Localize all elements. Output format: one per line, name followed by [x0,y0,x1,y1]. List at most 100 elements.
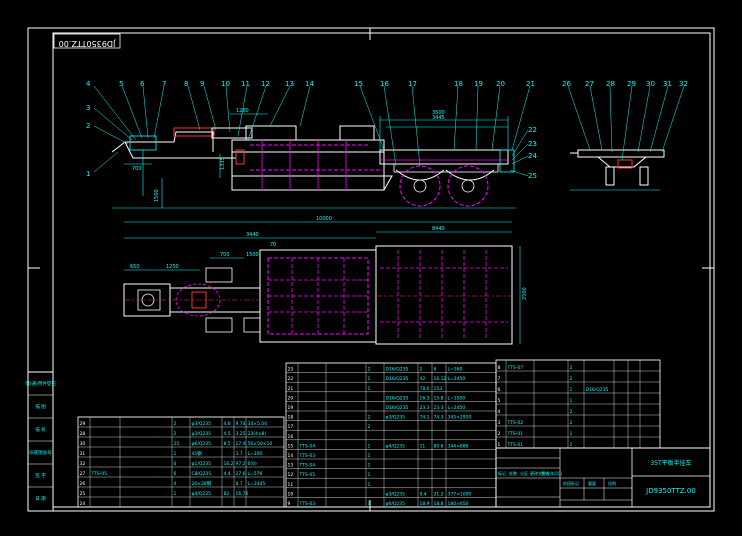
table-cell: TTS-01 [507,442,524,448]
table-cell: TTS-04 [299,443,316,449]
table-cell: 20 [288,395,294,401]
callout-number: 21 [526,80,535,88]
end-callout-numbers: 26 27 28 29 30 31 32 [562,80,688,88]
left-strip: 借(通)用件登记 描 图 描 校 旧底图总号 签 字 日 期 [25,371,56,512]
table-cell: 153 [434,386,443,392]
table-cell: 6 [498,387,501,393]
table-cell: 16.2 [224,461,234,467]
table-cell: 21 [288,386,294,392]
table-cell: 78.6 [420,386,430,392]
table-cell: 15 [288,443,294,449]
table-cell: TTS-04 [299,463,316,469]
title-block: 标记 处数 分区 更改文件号 签名 年月日 阶段标记 重量 比例 35T平板半挂… [495,447,711,508]
dim-label: 700 [220,252,230,258]
table-cell: 4.4 [224,471,231,477]
table-cell: φ3/Q235 [192,421,212,427]
callout-number: 29 [627,80,636,88]
table-cell: 26 [80,481,86,487]
callout-number: 30 [646,80,655,88]
callout-number: 19 [474,80,483,88]
callout-number: 27 [585,80,594,88]
table-cell: 4.5 [224,431,231,437]
callout-number: 5 [119,80,123,88]
table-cell: 1 [368,376,371,382]
table-cell: 74.3 [434,415,444,421]
table-cell: C8/Q235 [192,471,212,477]
callout-number: 17 [408,80,417,88]
table-cell: φ3/Q235 [192,431,212,437]
dim-label: 3445 [432,115,445,121]
table-cell: 2 [368,424,371,430]
callout-number: 28 [606,80,615,88]
stage-label: 比例 [608,480,616,486]
sign-label: 年月日 [550,470,562,476]
callout-number: 20 [496,80,505,88]
dim-label: 10000 [316,216,332,222]
table-cell: 1 [368,501,371,507]
table-cell: 12 [288,472,294,478]
strip-label: 描 图 [35,403,46,410]
table-cell: φ1/Q235 [192,461,212,467]
table-cell: 345×2950 [448,415,472,421]
table-cell: 1 [570,398,573,404]
table-cell: 2 [570,409,573,415]
dim-label: 1335 [220,157,226,170]
strip-label: 日 期 [35,496,46,502]
table-cell: 2 [570,376,573,382]
callout-number: 14 [305,80,314,88]
side-callout-numbers: 1 2 3 4 5 6 7 8 9 10 11 12 13 14 15 16 1… [86,80,537,180]
table-cell: 21.2 [434,491,444,497]
callout-number: 25 [528,172,537,180]
table-cell: L=576 [248,471,263,477]
table-cell: φ4/Q235 [386,443,406,449]
table-cell: TTS-05 [299,472,316,478]
table-cell: 10 [288,491,294,497]
table-cell: 9.4 [420,491,427,497]
table-cell: 8.5 [224,441,231,447]
callout-number: 9 [200,80,204,88]
table-cell: 19 [288,405,294,411]
plan-view-dimension-labels: 10000 3440 700 1500 70 8440 2500 650 125… [130,216,528,300]
callout-number: 1 [86,170,90,178]
callout-number: 23 [528,140,537,148]
table-cell: L=300 [248,451,263,457]
table-cell: 25 [80,491,86,497]
callout-number: 8 [184,80,188,88]
callout-number: 32 [679,80,688,88]
table-cell: 23(4×8) [248,431,267,437]
table-cell: 1 [368,453,371,459]
table-cell: 56×50×10 [248,441,273,447]
strip-label: 签 字 [35,472,46,479]
table-cell: 8 [498,365,501,371]
table-cell: 377×1000 [448,491,472,497]
table-cell: 18.9 [420,501,430,507]
table-cell: 1 [570,431,573,437]
dim-label: 1250 [166,264,179,270]
table-cell: TTS-07 [507,365,524,371]
table-cell: 4 [174,481,177,487]
table-cell: 16.3 [420,395,430,401]
table-cell: TTS-03 [299,453,316,459]
table-cell: D16/Q235 [386,395,409,401]
table-cell: 30 [80,441,86,447]
table-cell: 1 [570,387,573,393]
table-cell: 25 [174,441,180,447]
drawing-title: 35T平板半挂车 [650,459,691,467]
table-cell: TTS-03 [299,501,316,507]
table-cell: 1 [570,442,573,448]
centering-marks [28,28,714,511]
sign-label: 分区 [520,470,528,476]
table-cell: 3.7 [236,451,243,457]
table-cell: D16/Q235 [586,387,609,393]
table-cell: 23 [288,367,294,373]
strip-label: 旧底图总号 [29,449,52,456]
table-cell: 23.3 [420,405,430,411]
table-cell: 18.8 [434,501,444,507]
callout-number: 31 [663,80,672,88]
strip-label: 借(通)用件登记 [25,380,56,387]
end-view [570,149,665,191]
strip-label: 描 校 [35,426,46,433]
table-cell: 1 [174,451,177,457]
